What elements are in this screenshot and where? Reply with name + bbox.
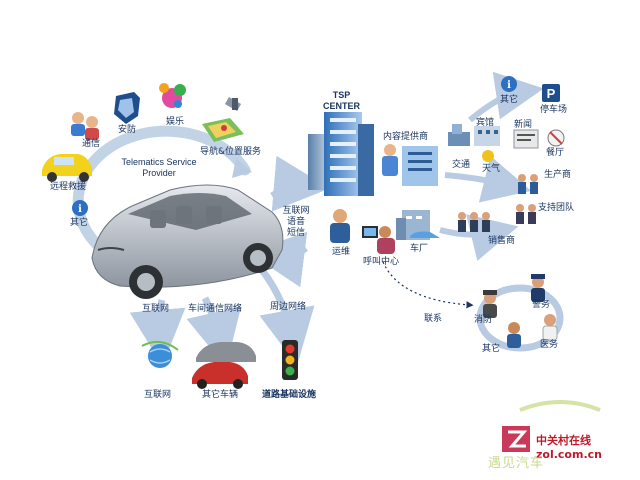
label-restaurant: 餐厅 <box>546 148 565 158</box>
label-parking: 停车场 <box>540 105 568 115</box>
right-flow-arrows <box>439 71 544 261</box>
satellite-icon <box>224 97 242 111</box>
watermark-brand: 中关村在线 <box>536 434 591 447</box>
info-icon-top: i <box>501 76 517 92</box>
svg-text:i: i <box>78 204 82 215</box>
label-weather: 天气 <box>482 164 501 174</box>
label-entertainment: 娱乐 <box>166 117 185 127</box>
bottom-arrows <box>129 267 315 368</box>
dealer-people-icon <box>458 212 490 232</box>
rescue-car-icon <box>42 154 92 182</box>
traffic-light-icon <box>282 340 298 380</box>
police-icon <box>531 274 545 302</box>
other-emergency-icon <box>507 322 521 348</box>
telematics-provider-label: Telematics Service Provider <box>104 157 214 179</box>
label-ops: 运维 <box>332 247 351 257</box>
weather-sun-icon <box>482 150 494 162</box>
label-security: 安防 <box>118 125 137 135</box>
label-support-team: 支持团队 <box>538 203 575 213</box>
label-v2v-network: 车间通信网络 <box>188 304 243 314</box>
car-illustration <box>91 184 284 299</box>
label-other-vehicles: 其它车辆 <box>202 390 239 400</box>
emergency-ring <box>476 284 564 352</box>
label-voice: 语音 <box>286 217 305 227</box>
traffic-icon <box>448 124 470 146</box>
label-police: 警务 <box>532 300 551 310</box>
watermark-url: zol.com.cn <box>536 448 602 461</box>
label-road-infra: 道路基础设施 <box>262 390 317 400</box>
label-remote-rescue: 远程救援 <box>50 182 87 192</box>
shield-icon <box>114 92 140 124</box>
support-team-icon <box>516 204 536 224</box>
tsp-building <box>308 112 374 196</box>
communication-people-icon <box>71 112 99 140</box>
internet-globe-icon <box>141 340 179 368</box>
tsp-center-label: TSP CENTER <box>323 90 360 112</box>
contact-dashed-line <box>382 261 474 309</box>
news-icon <box>513 129 539 149</box>
label-other-top: 其它 <box>500 95 519 105</box>
hotel-icon <box>474 126 500 146</box>
label-manufacturer: 车厂 <box>410 244 429 254</box>
label-news: 新闻 <box>514 120 533 130</box>
info-icon-left: i <box>72 200 88 216</box>
tsp-line2: CENTER <box>323 101 361 111</box>
label-nav-location: 导航&位置服务 <box>200 147 262 157</box>
label-medical: 医务 <box>540 340 559 350</box>
svg-text:P: P <box>547 86 556 101</box>
label-call-center: 呼叫中心 <box>363 257 400 267</box>
other-vehicles-icon <box>192 342 256 389</box>
label-surrounding-network: 周边网络 <box>270 302 307 312</box>
label-sms: 短信 <box>286 228 305 238</box>
watermark-tagline: 遇见汽车 <box>488 456 545 471</box>
label-other-left: 其它 <box>70 218 89 228</box>
map-icon <box>202 118 244 142</box>
label-internet-icon: 互联网 <box>144 390 172 400</box>
label-communication: 通信 <box>82 139 101 149</box>
firefighter-icon <box>483 290 497 318</box>
entertainment-icon <box>159 83 186 108</box>
label-hotel: 宾馆 <box>476 118 495 128</box>
label-bottom-internet: 互联网 <box>142 304 170 314</box>
service-ring-arrow <box>72 125 252 271</box>
restaurant-icon <box>547 129 565 147</box>
channels-label: 互联网 语音 短信 <box>281 206 311 239</box>
label-other-right: 其它 <box>482 344 501 354</box>
producer-people-icon <box>518 174 538 194</box>
label-dealer: 销售商 <box>488 236 516 246</box>
call-center-icon <box>362 226 395 254</box>
telematics-line2: Provider <box>142 168 176 178</box>
watermark-logo <box>502 400 601 452</box>
tsp-line1: TSP <box>332 90 351 100</box>
ops-person-icon <box>330 209 350 243</box>
medical-icon <box>542 314 558 341</box>
telematics-line1: Telematics Service <box>121 157 197 167</box>
manufacturer-factory-icon <box>396 210 440 240</box>
label-content-provider: 内容提供商 <box>383 132 429 142</box>
label-producer: 生产商 <box>544 170 572 180</box>
svg-text:i: i <box>507 80 511 91</box>
parking-icon: P <box>542 84 560 102</box>
label-fire: 消防 <box>474 315 493 325</box>
label-internet: 互联网 <box>282 206 310 216</box>
content-provider-icon <box>382 144 438 186</box>
label-contact: 联系 <box>424 314 443 324</box>
label-traffic: 交通 <box>452 160 471 170</box>
